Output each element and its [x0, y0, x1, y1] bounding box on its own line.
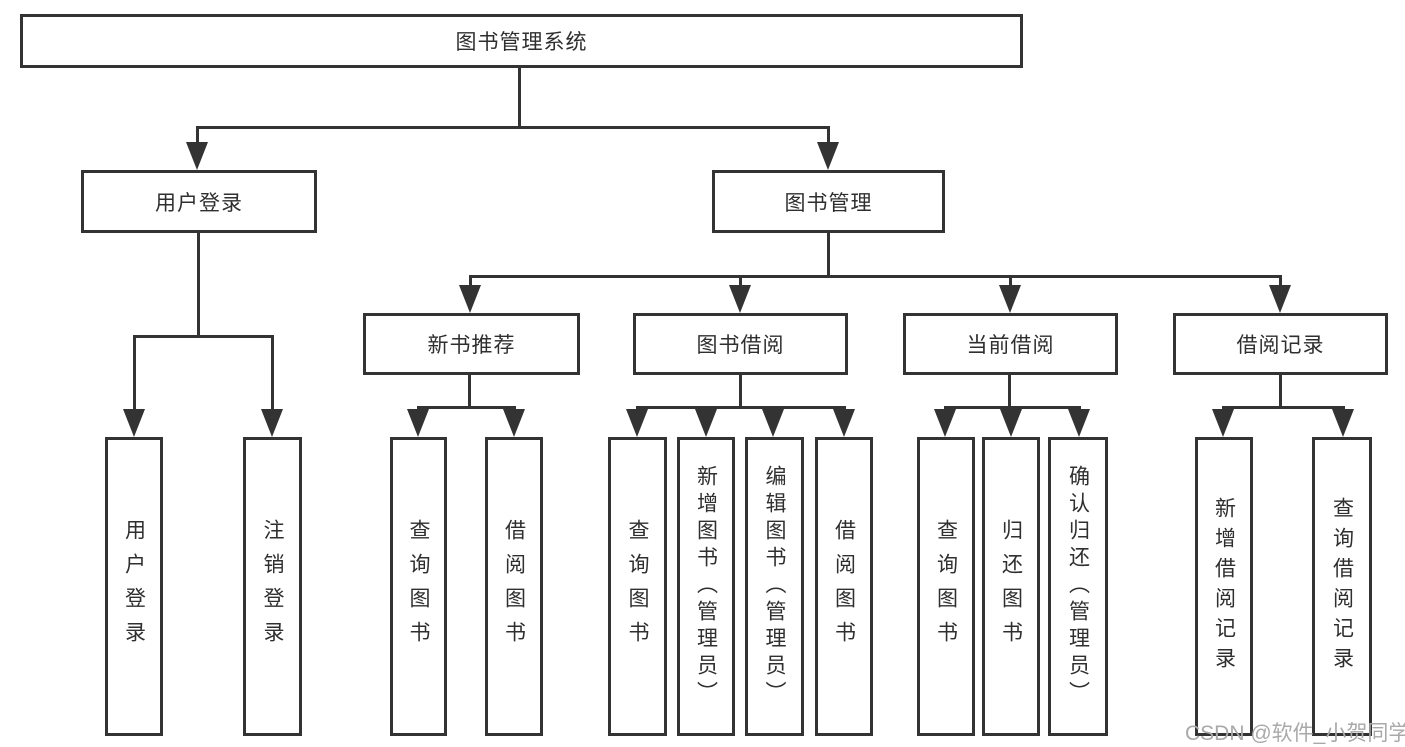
leaf-label: 借阅图书 — [502, 518, 526, 655]
arrow-down-icon — [503, 409, 525, 437]
leaf-label: 编辑图书（管理员） — [763, 465, 786, 708]
node-label: 新书推荐 — [427, 334, 516, 357]
leaf-query-books: 查询图书 — [917, 437, 975, 736]
connector-line — [827, 126, 830, 148]
leaf-label: 新增借阅记录 — [1212, 496, 1236, 677]
connector-line — [1222, 406, 1345, 409]
leaf-label: 借阅图书 — [832, 518, 856, 655]
arrow-down-icon — [729, 285, 751, 313]
leaf-label: 查询图书 — [934, 518, 958, 655]
leaf-query-borrowing-record: 查询借阅记录 — [1312, 437, 1372, 736]
leaf-logout: 注销登录 — [243, 437, 302, 736]
leaf-borrow-books: 借阅图书 — [815, 437, 873, 736]
node-label: 用户登录 — [155, 191, 243, 215]
node-label: 借阅记录 — [1236, 334, 1325, 357]
watermark: CSDN @软件_小贺同学 — [1185, 722, 1405, 745]
leaf-label: 确认归还（管理员） — [1066, 465, 1090, 708]
connector-line — [636, 406, 846, 409]
node-label: 图书管理系统 — [455, 31, 588, 54]
leaf-user-login: 用户登录 — [105, 437, 163, 736]
arrow-down-icon — [999, 285, 1021, 313]
arrow-down-icon — [186, 142, 208, 170]
node-book-borrowing: 图书借阅 — [633, 313, 848, 375]
arrow-down-icon — [934, 409, 956, 437]
connector-line — [1279, 275, 1282, 287]
arrow-down-icon — [833, 409, 855, 437]
connector-line — [468, 375, 471, 406]
leaf-add-books-admin: 新增图书（管理员） — [677, 437, 735, 736]
arrow-down-icon — [1332, 409, 1354, 437]
connector-line — [196, 126, 199, 148]
connector-line — [196, 126, 830, 129]
leaf-query-books: 查询图书 — [390, 437, 447, 736]
leaf-add-borrowing-record: 新增借阅记录 — [1195, 437, 1253, 736]
connector-line — [469, 275, 1282, 278]
leaf-label: 注销登录 — [261, 518, 284, 655]
connector-line — [739, 275, 742, 287]
connector-line — [518, 68, 521, 126]
leaf-label: 归还图书 — [999, 518, 1023, 655]
leaf-confirm-return-admin: 确认归还（管理员） — [1048, 437, 1108, 736]
arrow-down-icon — [1000, 409, 1022, 437]
arrow-down-icon — [1068, 409, 1090, 437]
node-label: 当前借阅 — [966, 334, 1055, 357]
connector-line — [1009, 275, 1012, 287]
leaf-label: 查询图书 — [407, 518, 430, 655]
connector-line — [739, 375, 742, 406]
arrow-down-icon — [1269, 285, 1291, 313]
arrow-down-icon — [459, 285, 481, 313]
arrow-down-icon — [817, 142, 839, 170]
leaf-label: 用户登录 — [122, 518, 146, 655]
arrow-down-icon — [1212, 409, 1234, 437]
leaf-edit-books-admin: 编辑图书（管理员） — [745, 437, 804, 736]
node-label: 图书管理 — [784, 191, 873, 215]
node-current-borrowing: 当前借阅 — [903, 313, 1118, 375]
arrow-down-icon — [695, 409, 717, 437]
connector-line — [197, 233, 200, 335]
leaf-query-books: 查询图书 — [608, 437, 667, 736]
connector-line — [1008, 375, 1011, 406]
connector-line — [133, 335, 274, 338]
connector-line — [469, 275, 472, 287]
connector-line — [1279, 375, 1282, 406]
node-label: 图书借阅 — [696, 334, 785, 357]
arrow-down-icon — [407, 409, 429, 437]
connector-line — [271, 335, 274, 411]
leaf-label: 新增图书（管理员） — [694, 465, 718, 708]
arrow-down-icon — [123, 409, 145, 437]
leaf-label: 查询图书 — [626, 518, 649, 655]
arrow-down-icon — [261, 409, 283, 437]
node-user-login: 用户登录 — [81, 170, 317, 233]
node-book-management: 图书管理 — [712, 170, 945, 233]
arrow-down-icon — [762, 409, 784, 437]
node-library-management-system: 图书管理系统 — [20, 14, 1023, 68]
node-borrowing-records: 借阅记录 — [1173, 313, 1388, 375]
arrow-down-icon — [626, 409, 648, 437]
connector-line — [417, 406, 516, 409]
connector-line — [133, 335, 136, 411]
node-new-book-recommendation: 新书推荐 — [363, 313, 580, 375]
connector-line — [827, 233, 830, 275]
leaf-borrow-books: 借阅图书 — [485, 437, 543, 736]
leaf-return-books: 归还图书 — [982, 437, 1040, 736]
leaf-label: 查询借阅记录 — [1330, 496, 1354, 677]
